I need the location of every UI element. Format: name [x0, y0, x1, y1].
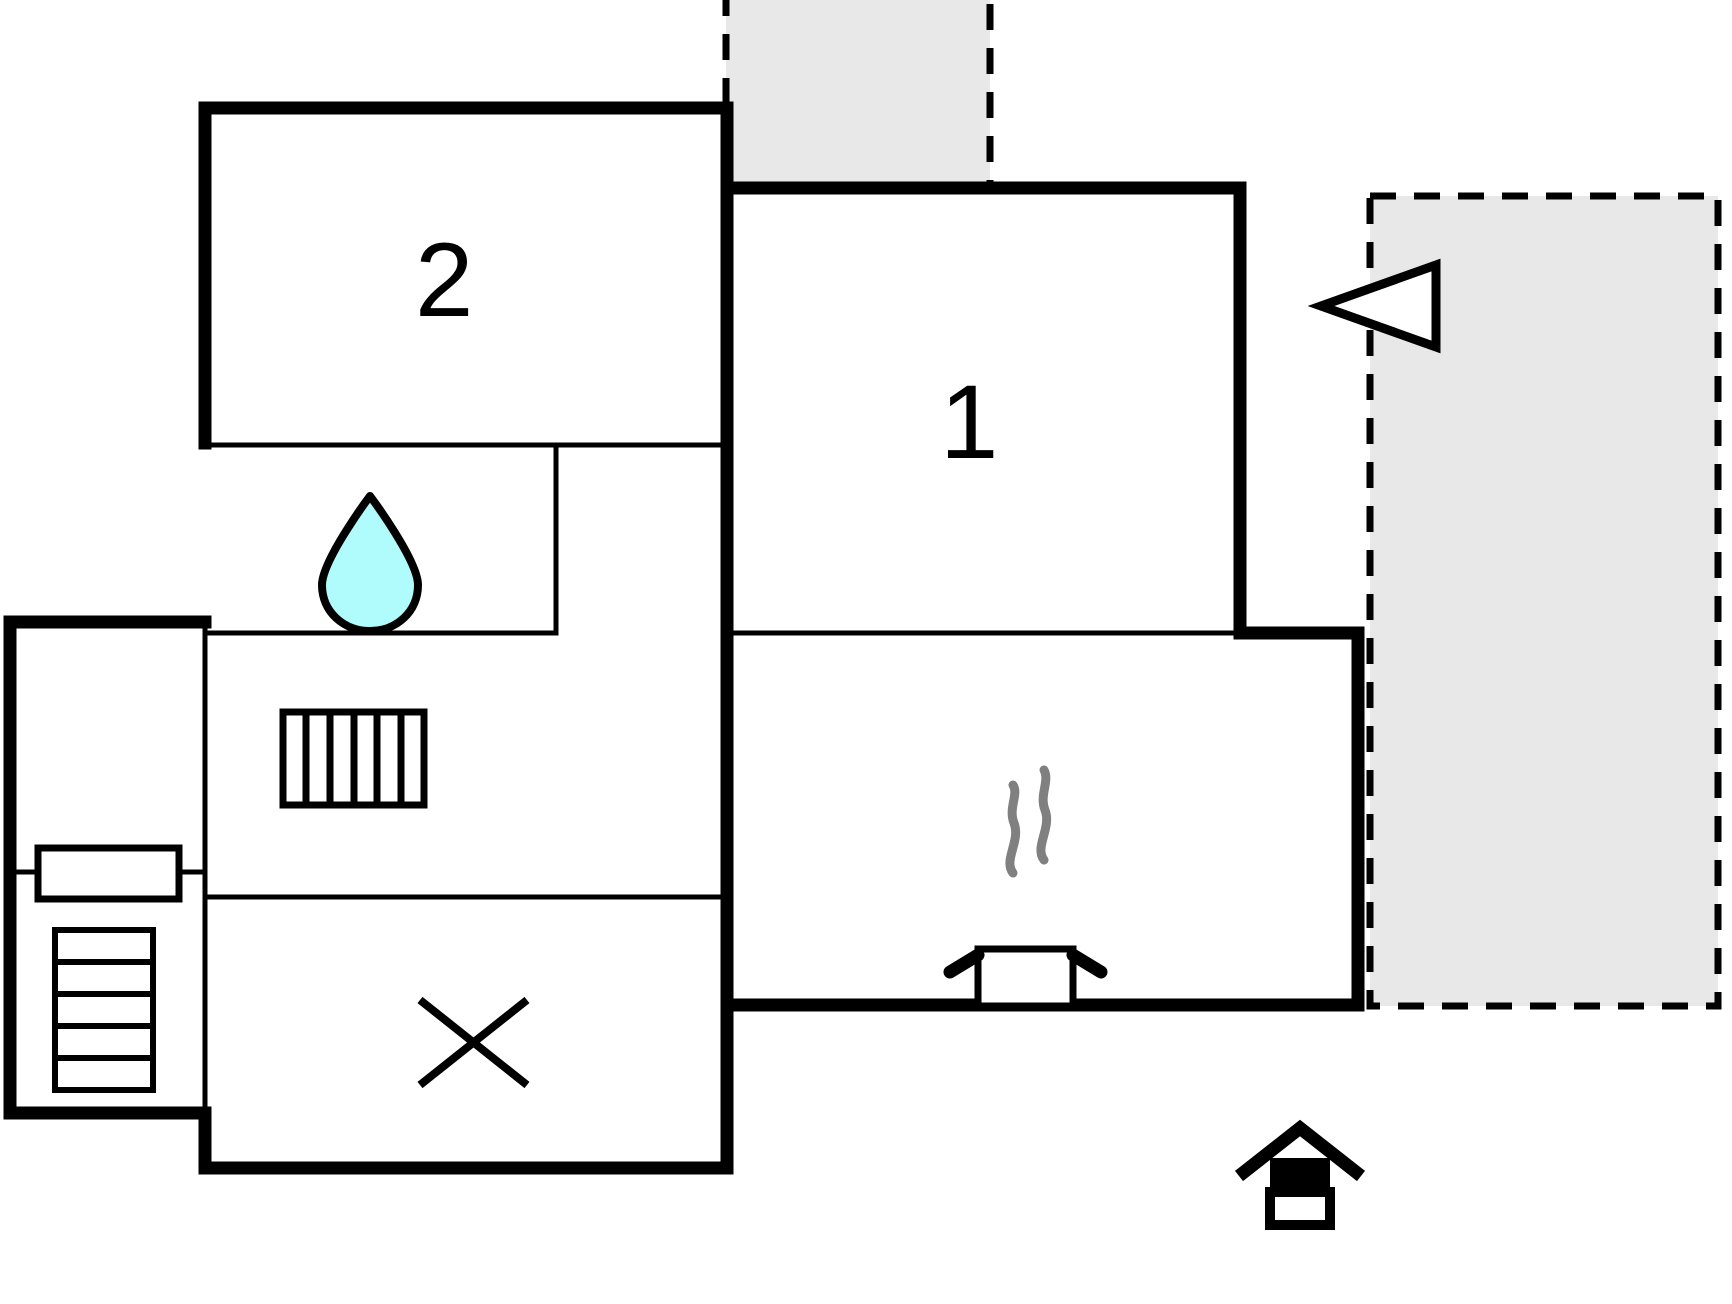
exterior-wall-kitchen-step	[1233, 626, 1365, 1012]
room-interior-kitchen	[729, 635, 1355, 1003]
window-frame	[34, 844, 183, 903]
exterior-wall-annex	[3, 615, 212, 1120]
exterior-wall-room2	[198, 101, 734, 450]
outdoor-area-terrace-top	[722, 0, 994, 190]
water-drop-icon	[318, 492, 422, 635]
cooking-pot-icon	[943, 765, 1108, 1010]
steam-line-left	[1005, 780, 1021, 878]
house-roof	[1234, 1119, 1366, 1182]
pot-handle-left	[943, 948, 985, 979]
window-icon	[34, 844, 183, 903]
triangle-left-shape	[1307, 258, 1441, 354]
triangle-left-icon	[1307, 258, 1441, 354]
room-label-1: 1	[940, 364, 999, 481]
house-lower-block	[1265, 1187, 1335, 1230]
room-interior-1	[729, 188, 1238, 632]
pot-body	[974, 945, 1077, 1010]
cross-icon	[417, 996, 530, 1089]
pot-handle-right	[1066, 948, 1108, 979]
stairs-outline	[52, 927, 156, 1093]
steam-icon	[1005, 765, 1052, 878]
room-label-2: 2	[415, 222, 474, 339]
house-upper-block	[1270, 1158, 1330, 1192]
house-entrance-icon	[1234, 1119, 1366, 1230]
radiator-icon	[279, 708, 428, 809]
cross-stroke-b	[417, 996, 530, 1089]
interior-walls	[7, 442, 1361, 1116]
water-drop-shape	[318, 492, 422, 635]
stairs-icon	[52, 927, 156, 1093]
steam-line-right	[1036, 765, 1052, 865]
room-interiors	[10, 110, 1355, 1168]
room-interior-hall	[207, 633, 725, 895]
room-interior-2	[207, 110, 725, 443]
